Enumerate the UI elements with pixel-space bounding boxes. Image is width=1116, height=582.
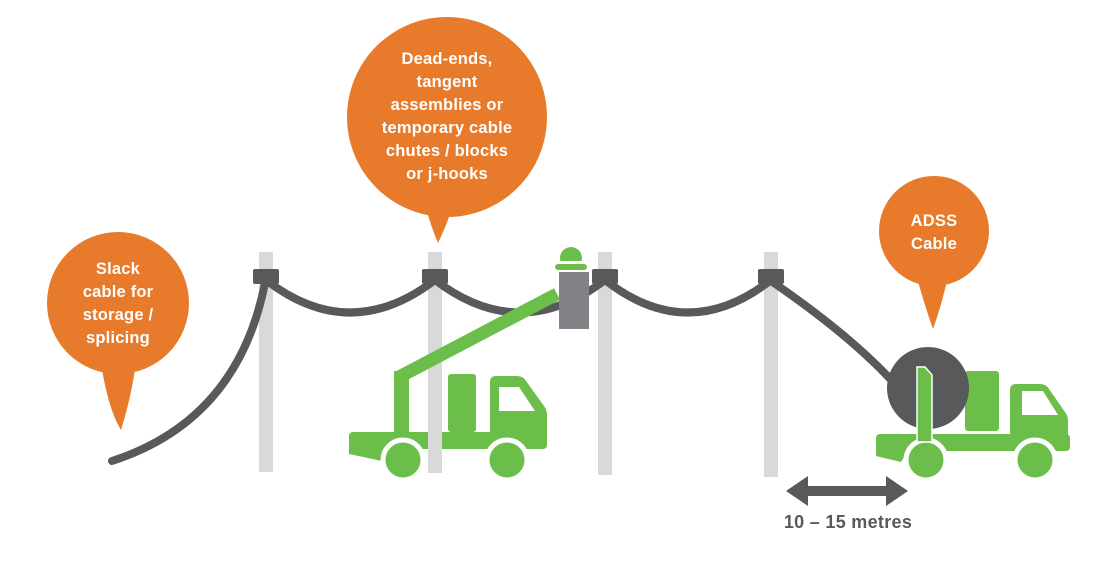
- double-arrow-icon: [786, 476, 908, 506]
- adss-cable-bubble: [879, 176, 989, 329]
- truck-equipment-box: [448, 374, 476, 432]
- assemblies-bubble-label: Dead-ends, tangent assemblies or tempora…: [382, 48, 512, 186]
- assemblies-bubble: [347, 17, 547, 243]
- cable-reel: [887, 347, 969, 443]
- bubble-circle: [879, 176, 989, 286]
- bubble-circle: [347, 17, 547, 217]
- truck-wheel: [903, 437, 949, 483]
- bubble-circle: [47, 232, 189, 374]
- bubble-line: ADSS: [910, 212, 958, 230]
- slack-bubble-label: Slack cable for storage / splicing: [83, 258, 154, 350]
- bucket: [559, 272, 589, 329]
- hard-hat-brim: [555, 264, 587, 270]
- distance-label: 10 – 15 metres: [783, 512, 913, 532]
- truck-bumper: [876, 449, 909, 462]
- bubble-line: cable for: [82, 283, 154, 301]
- truck-wheel: [380, 437, 426, 483]
- bubble-line: splicing: [86, 329, 150, 347]
- cable-drop-to-reel: [767, 277, 898, 387]
- cable-span: [601, 276, 775, 317]
- boom-arm: [395, 288, 561, 383]
- bubble-line: chutes / blocks: [385, 142, 509, 160]
- bubble-tail: [916, 272, 949, 329]
- bubble-line: tangent: [416, 73, 478, 91]
- aerial-cable: [108, 276, 898, 465]
- hat-gap: [556, 261, 586, 264]
- slack-cable-bubble: [47, 232, 189, 430]
- bubble-line: Dead-ends,: [401, 50, 493, 68]
- bubble-line: Cable: [911, 235, 957, 253]
- utility-pole: [598, 252, 612, 475]
- boom-and-worker: [394, 247, 589, 433]
- slack-cable: [108, 279, 269, 465]
- bucket-truck: [349, 374, 547, 483]
- adss-bubble-label: ADSS Cable: [911, 210, 958, 256]
- boom-post: [394, 371, 409, 433]
- bubble-line: storage /: [82, 306, 154, 324]
- truck-equipment-box: [965, 371, 999, 431]
- bubble-line: Slack: [95, 260, 141, 278]
- callout-bubbles: [47, 17, 989, 430]
- truck-window: [1022, 391, 1058, 415]
- bubble-line: assemblies or: [390, 96, 504, 114]
- cable-clamps: [253, 269, 784, 284]
- truck-bumper: [349, 447, 391, 461]
- bubble-line: temporary cable: [381, 119, 513, 137]
- truck-window: [499, 387, 535, 411]
- truck-wheel: [1012, 437, 1058, 483]
- reel-support-post: [916, 366, 933, 443]
- cable-span: [262, 276, 439, 317]
- utility-pole: [764, 252, 778, 477]
- bubble-line: or j-hooks: [406, 165, 488, 183]
- truck-wheel: [484, 437, 530, 483]
- bubble-tail: [100, 356, 137, 430]
